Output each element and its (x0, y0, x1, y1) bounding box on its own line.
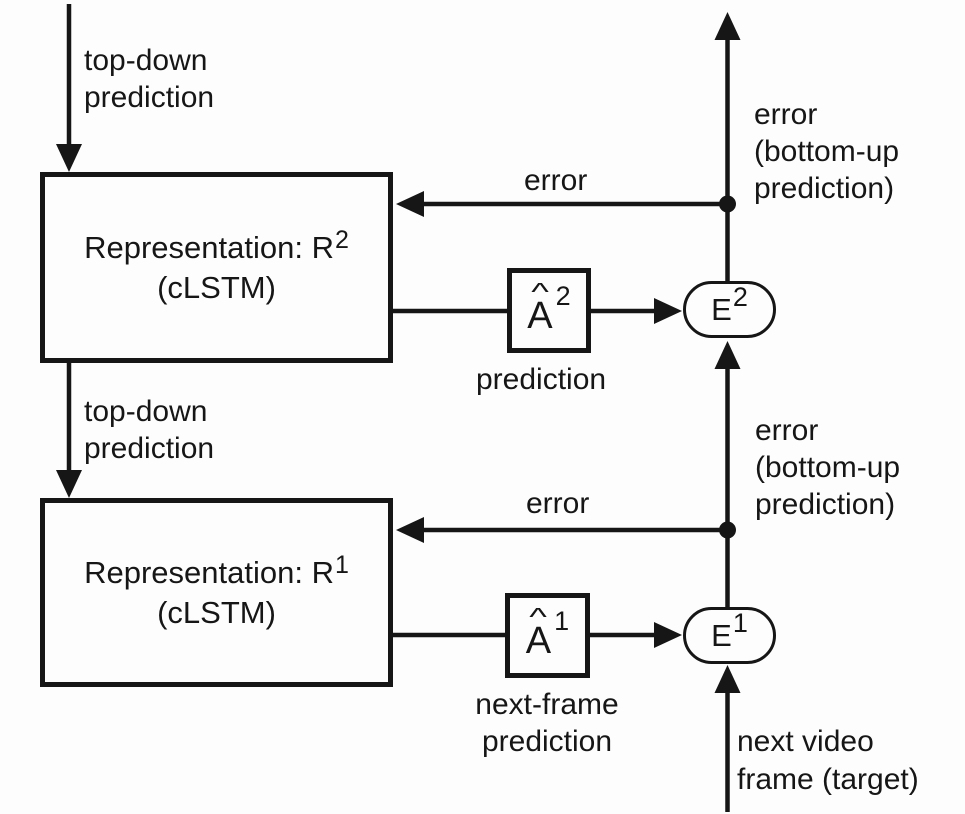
representation-r2-title-base: Representation: R (84, 229, 334, 265)
e-letter: E (711, 292, 732, 327)
arrow-error-e1-to-e2 (714, 341, 741, 607)
label-next-frame-prediction: next-frame prediction (475, 688, 619, 758)
arrow-error-to-r1 (396, 517, 728, 543)
representation-r1-title: Representation: R1 (84, 550, 349, 594)
representation-r2-subtitle: (cLSTM) (157, 269, 276, 305)
representation-r2-title: Representation: R2 (84, 225, 349, 269)
representation-box-r2: Representation: R2 (cLSTM) (40, 172, 393, 363)
prediction-box-a1: ^A 1 (505, 593, 590, 678)
label-top-down-prediction-1: top-down prediction (84, 44, 215, 114)
hat-accent: ^ (531, 277, 549, 306)
label-next-video-frame-target: next video frame (target) (737, 725, 919, 796)
representation-r1-title-base: Representation: R (84, 554, 334, 590)
e2-superscript: 2 (732, 282, 748, 312)
hat-accent: ^ (529, 602, 548, 631)
a-letter: A (525, 619, 552, 662)
label-prediction-l2: prediction (476, 363, 607, 396)
arrow-a2-to-e2 (589, 298, 682, 324)
e-letter: E (711, 618, 732, 653)
a-letter: A (527, 294, 553, 337)
a-hat-2-glyph: ^A (527, 279, 553, 337)
label-error-bottom-up-1: error (bottom-up prediction) (754, 98, 900, 205)
prediction-box-a2: ^A 2 (507, 268, 591, 353)
arrow-error-output-up (714, 12, 741, 281)
junction-dot-l1 (719, 521, 736, 539)
arrow-target-input (714, 665, 741, 812)
e1-superscript: 1 (732, 608, 748, 638)
a2-superscript: 2 (555, 281, 571, 311)
representation-box-r1: Representation: R1 (cLSTM) (40, 498, 393, 687)
label-error-bottom-up-2: error (bottom-up prediction) (755, 414, 901, 521)
junction-dot-l2 (719, 195, 736, 213)
representation-r1-title-sup: 1 (334, 550, 349, 579)
a-hat-1-glyph: ^A (525, 604, 552, 662)
arrow-error-to-r2 (396, 191, 728, 217)
representation-r1-subtitle: (cLSTM) (157, 594, 276, 630)
a1-superscript: 1 (554, 606, 570, 636)
arrow-top-down-input (56, 4, 82, 172)
arrow-top-down-l2-to-l1 (56, 363, 82, 498)
arrow-a1-to-e1 (589, 622, 682, 648)
representation-r2-title-sup: 2 (334, 225, 349, 254)
label-error-2: error (526, 487, 590, 520)
label-top-down-prediction-2: top-down prediction (84, 395, 215, 465)
label-error-1: error (524, 164, 588, 197)
